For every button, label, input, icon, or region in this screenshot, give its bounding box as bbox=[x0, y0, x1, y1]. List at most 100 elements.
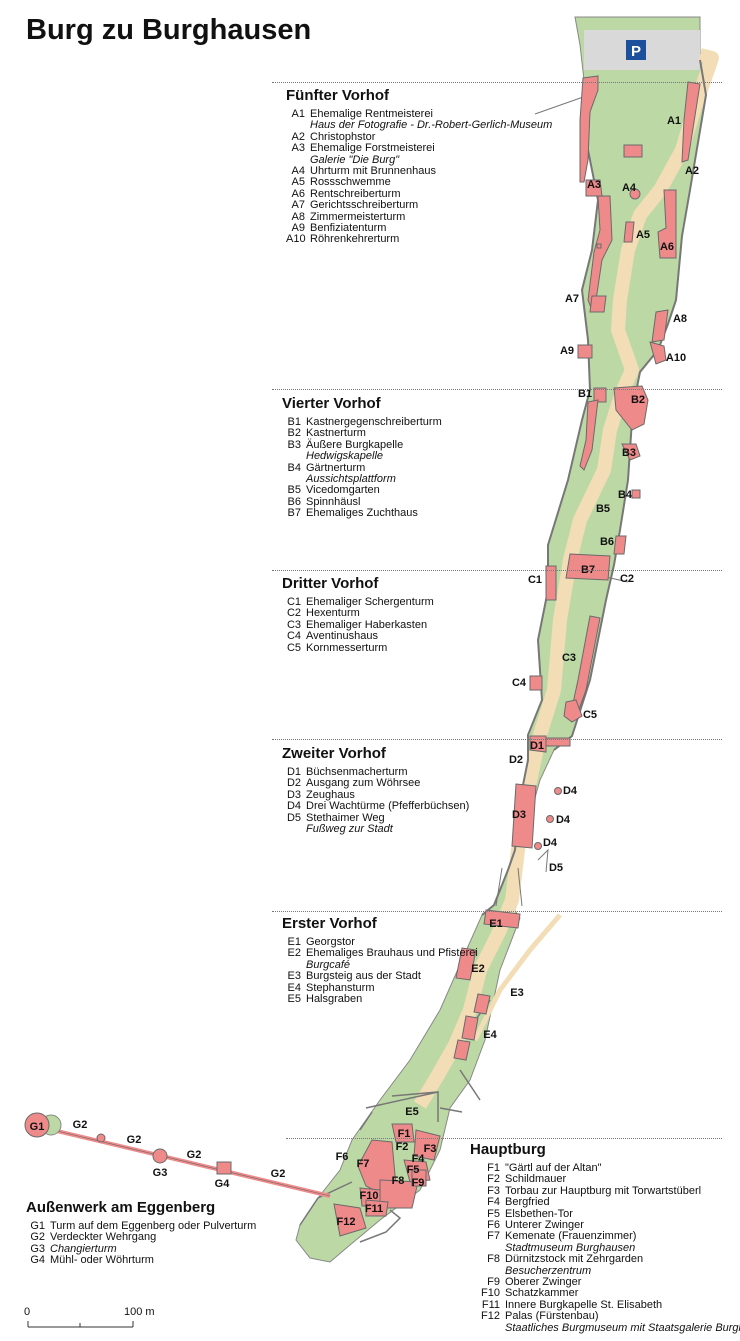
legend-title-e: Erster Vorhof bbox=[282, 915, 377, 932]
map-label-a3: A3 bbox=[587, 179, 601, 191]
legend-code: F11 bbox=[481, 1298, 500, 1311]
buildings-d bbox=[511, 735, 571, 850]
map-title: Burg zu Burghausen bbox=[26, 14, 312, 46]
legend-sub: Besucherzentrum bbox=[505, 1264, 592, 1277]
legend-title-a: Fünfter Vorhof bbox=[286, 87, 390, 104]
legend-name: Uhrturm mit Brunnenhaus bbox=[310, 165, 436, 178]
legend-code: F9 bbox=[487, 1276, 500, 1289]
map-label-g2: G2 bbox=[73, 1119, 88, 1131]
legend-name: Palas (Fürstenbau) bbox=[505, 1310, 599, 1323]
legend-name: Ausgang zum Wöhrsee bbox=[306, 777, 421, 790]
legend-name: Büchsenmacherturm bbox=[306, 766, 408, 778]
buildings-a bbox=[577, 75, 701, 365]
legend-name: Gärtnerturm bbox=[306, 461, 366, 474]
legend-name: Halsgraben bbox=[306, 993, 363, 1006]
g1-tower bbox=[24, 1112, 50, 1138]
legend-code: A5 bbox=[291, 176, 305, 189]
map-label-d4: D4 bbox=[563, 785, 578, 797]
buildings-e bbox=[453, 909, 521, 1061]
map-label-a1: A1 bbox=[667, 115, 681, 127]
map-label-f10: F10 bbox=[360, 1190, 379, 1202]
map-label-d1: D1 bbox=[530, 740, 544, 752]
legend-code: F8 bbox=[487, 1253, 500, 1266]
legend-name: Ehemaliger Haberkasten bbox=[306, 618, 428, 631]
legend-code: C5 bbox=[286, 641, 301, 654]
d5-path-lines bbox=[495, 848, 549, 907]
legend-name: Oberer Zwinger bbox=[505, 1276, 582, 1289]
legend-code: A9 bbox=[291, 222, 305, 235]
legend-code: B4 bbox=[287, 461, 301, 474]
legend-name: Ehemaliges Brauhaus und Pfisterei bbox=[306, 947, 478, 960]
legend-title-d: Zweiter Vorhof bbox=[282, 745, 386, 762]
legend-code: E1 bbox=[287, 936, 301, 948]
legend-name: Stethaimer Weg bbox=[306, 811, 385, 824]
legend-name: Stephansturm bbox=[306, 981, 375, 994]
legend-name: Burgsteig aus der Stadt bbox=[306, 970, 421, 983]
map-label-c3: C3 bbox=[562, 652, 576, 664]
legend-code: A2 bbox=[291, 130, 305, 143]
legend-code: A4 bbox=[291, 165, 305, 178]
legend-title-g: Außenwerk am Eggenberg bbox=[26, 1199, 216, 1216]
legend-name: Innere Burgkapelle St. Elisabeth bbox=[505, 1298, 663, 1311]
legend-code: F4 bbox=[487, 1196, 500, 1209]
legend-code: A3 bbox=[291, 142, 305, 155]
legend-code: F2 bbox=[487, 1173, 500, 1186]
legend-sub: Hedwigskapelle bbox=[306, 450, 384, 463]
legend-sub: Aussichtsplattform bbox=[306, 473, 396, 486]
legend-name: Röhrenkehrerturm bbox=[310, 233, 400, 246]
buildings-b bbox=[565, 385, 649, 581]
f-walls bbox=[299, 1091, 439, 1243]
map-label-g2: G2 bbox=[127, 1134, 142, 1146]
legend-code: C1 bbox=[286, 596, 301, 608]
g4-tower bbox=[216, 1161, 232, 1175]
a-wall-line bbox=[534, 95, 587, 115]
map-label-g4: G4 bbox=[215, 1178, 231, 1190]
map-label-f6: F6 bbox=[336, 1151, 349, 1163]
legend-item-a4: A4 Uhrturm mit Brunnenhaus bbox=[286, 165, 552, 178]
legend-name: Gerichtsschreiberturm bbox=[310, 199, 419, 212]
legend-name: Changierturm bbox=[50, 1242, 117, 1255]
legend-code: F3 bbox=[487, 1184, 500, 1197]
legend-code: D3 bbox=[286, 788, 301, 801]
legend-name: Vicedomgarten bbox=[306, 484, 380, 497]
legend-code: G3 bbox=[30, 1242, 45, 1255]
map-label-b1: B1 bbox=[578, 388, 592, 400]
divider-a bbox=[272, 82, 722, 83]
map-label-a4: A4 bbox=[622, 182, 637, 194]
legend-name: Elsbethen-Tor bbox=[505, 1207, 573, 1220]
covered-walkway-outline bbox=[35, 1125, 331, 1197]
map-label-e4: E4 bbox=[483, 1029, 497, 1041]
map-label-a8: A8 bbox=[673, 313, 687, 325]
legend-name: Zimmermeisterturm bbox=[310, 210, 406, 223]
legend-item-f1: F1"Gärtl auf der Altan" bbox=[470, 1162, 740, 1174]
g2-tower-small bbox=[96, 1133, 106, 1143]
map-label-g2: G2 bbox=[187, 1149, 202, 1161]
scale-zero: 0 bbox=[24, 1306, 31, 1318]
map-label-f7: F7 bbox=[357, 1158, 370, 1170]
legend-name: Kornmesserturm bbox=[306, 641, 388, 654]
legend-code: B2 bbox=[287, 427, 301, 440]
map-label-f5: F5 bbox=[407, 1164, 420, 1176]
legend-name: Schildmauer bbox=[505, 1173, 567, 1186]
legend-code: F1 bbox=[487, 1162, 500, 1174]
legend-code: C2 bbox=[286, 607, 301, 620]
map-label-f4: F4 bbox=[412, 1153, 426, 1165]
legend-code: G1 bbox=[30, 1220, 45, 1232]
